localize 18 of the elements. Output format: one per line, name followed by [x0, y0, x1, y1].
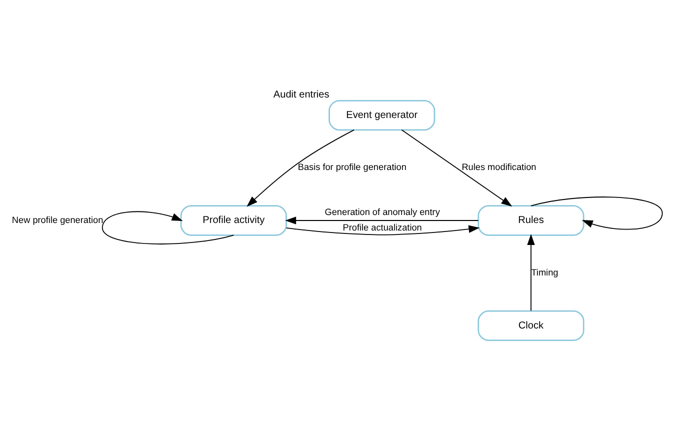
- arrow: [286, 224, 480, 235]
- edge-label: Rules modification: [462, 162, 536, 172]
- node-box: Rules: [478, 204, 584, 236]
- edge-label: Basis for profile generation: [298, 162, 406, 172]
- node-box: Profile activity: [180, 204, 287, 236]
- edge-label: New profile generation: [12, 214, 104, 224]
- edge-label: Timing: [531, 266, 558, 277]
- edge-label: Generation of anomaly entry: [324, 206, 440, 216]
- arrow: [401, 128, 512, 206]
- arrow: [246, 129, 354, 206]
- arrow: [102, 210, 234, 244]
- node-label: Audit entries: [273, 89, 330, 100]
- node-box: Clock: [478, 310, 584, 341]
- arrow: [527, 233, 535, 311]
- node-box: Event generator: [328, 99, 436, 130]
- arrow: [285, 216, 479, 224]
- arrow: [530, 196, 663, 230]
- edge-label: Profile actualization: [342, 222, 422, 232]
